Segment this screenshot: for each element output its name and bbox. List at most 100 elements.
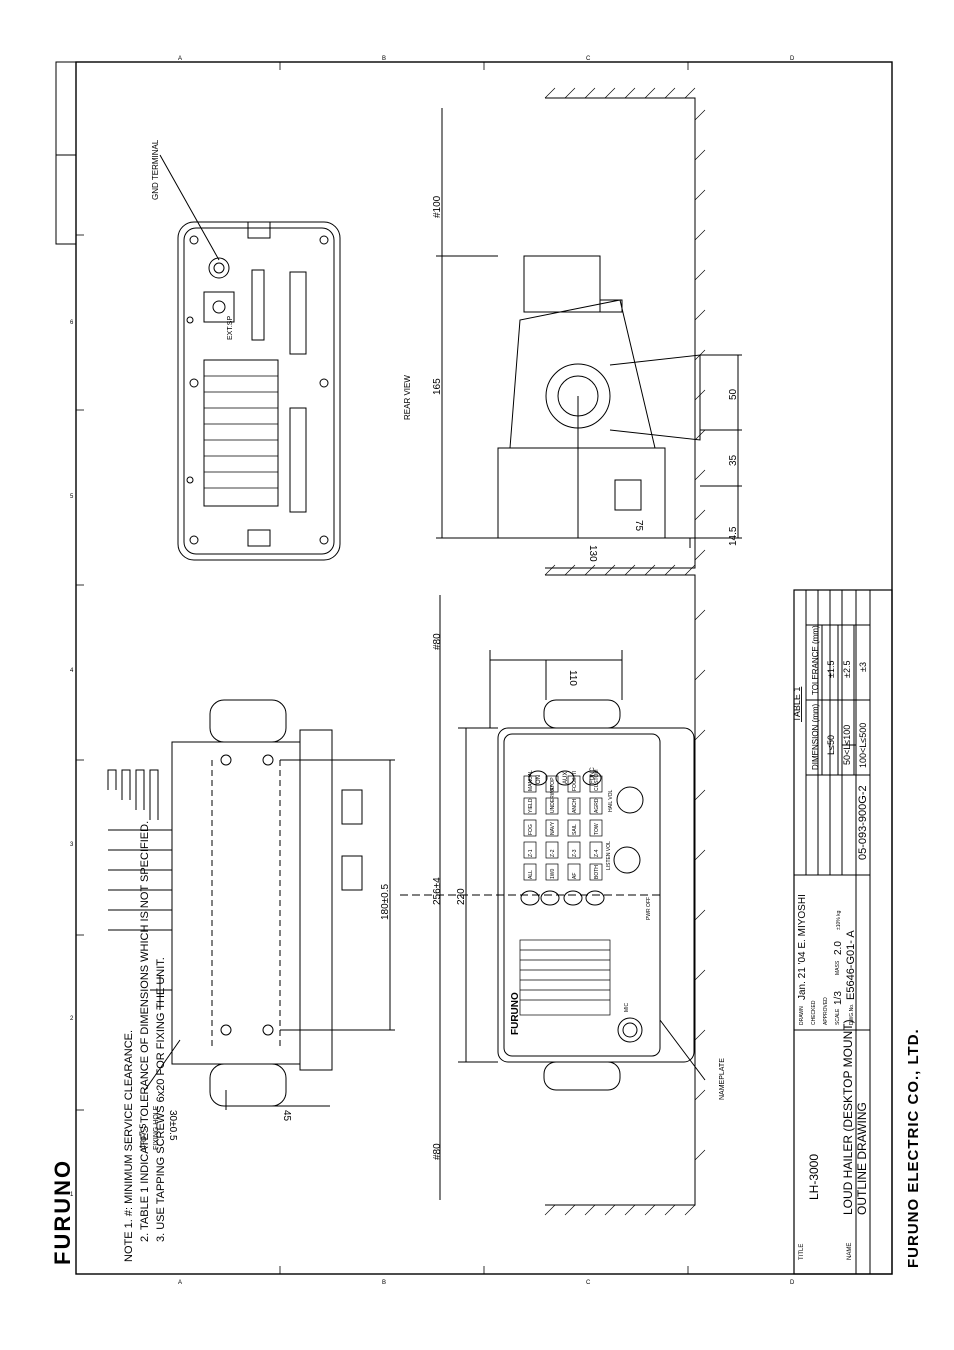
panel-button-frame [567,819,581,837]
ruler-6: 6 [70,320,74,326]
drawn-label: DRAWN [799,1006,805,1025]
panel-button-label: YIELD [528,798,534,813]
name-line1: LOUD HAILER (DESKTOP MOUNT) [841,1019,855,1215]
company-name: FURUNO ELECTRIC CO., LTD. [905,1028,922,1268]
mass-value: 2.0 [833,941,844,955]
revision-box [55,61,77,245]
panel-button-frame [523,819,537,837]
dim-256: 256±4 [432,877,443,905]
furuno-logo: FURUNO [50,1159,75,1265]
dim-75: 75 [633,520,644,532]
pwr-off-label: PWR OFF [646,897,652,920]
hail-vol-label: HAIL VOL [608,789,614,812]
panel-button-frame [567,841,581,859]
ruler-3: 3 [70,842,74,848]
dim-80-bottom: #80 [432,1143,443,1160]
panel-key-label: ON [536,775,542,784]
profile-view [436,97,742,569]
panel-button-frame [545,863,559,881]
table1-row1-dim: L≤50 [826,735,836,755]
dim-165: 165 [432,378,443,395]
panel-button-label: AGRD [594,798,600,813]
panel-button-frame [589,797,603,815]
panel-button-frame [589,819,603,837]
panel-key-label: FUNC [590,767,596,784]
dim-130: 130 [587,545,598,562]
dim-35: 35 [728,454,739,466]
panel-button-label: AF [572,873,578,879]
panel-brand: FURUNO [510,992,521,1035]
panel-button-label: FOG [528,824,534,835]
panel-button-label: Z-4 [594,849,600,857]
clearance-hatching [544,87,706,1216]
dim-80-top: #80 [432,633,443,650]
ruler-b-bottom: B [382,1280,386,1286]
panel-button-label: NAVY [550,821,556,835]
note-1: NOTE 1. #: MINIMUM SERVICE CLEARANCE. [123,1030,135,1262]
panel-button-frame [523,841,537,859]
dim-50: 50 [728,388,739,400]
drawing-frame [75,61,893,1275]
ext-sp-label: EXT.SP [227,316,234,340]
mass-unit: ±10% kg [836,910,842,930]
name-line2: OUTLINE DRAWING [855,1102,869,1215]
panel-button-label: STOP [550,777,556,791]
ruler-2: 2 [70,1016,74,1022]
table1-row1-tol: ±1.5 [826,661,836,678]
drawn-value: Jan. 21 '04 E. MIYOSHI [797,894,808,1000]
panel-button-label: ANCH [572,798,578,813]
panel-button-label: MANUAL [528,770,534,791]
panel-button-frame [567,797,581,815]
panel-button-label: FOG/HTI [572,771,578,791]
panel-button-frame [567,863,581,881]
panel-button-label: CUSTOM [594,769,600,791]
ruler-a-top: A [178,56,182,62]
rear-view-label: REAR VIEW [403,375,412,420]
table1-caption: TABLE 1 [792,687,802,722]
dim-220: 220 [456,888,467,905]
panel-button-label: Z-1 [528,849,534,857]
panel-button-frame [523,863,537,881]
dwg-label: DWG.No. [849,1004,855,1025]
ruler-a-bottom: A [178,1280,182,1286]
panel-button-frame [545,797,559,815]
dim-14-5: 14.5 [728,526,739,546]
table1-header-tolerance: TOLERANCE (mm) [811,625,820,695]
panel-button-label: BOTH [594,865,600,879]
listen-vol-label: LISTEN VOL [606,841,612,870]
gnd-terminal-label: GND TERMINAL [151,139,160,200]
name-label: NAME [847,1243,853,1260]
checked-label: CHECKED [811,1000,817,1025]
panel-button-frame [589,841,603,859]
dim-30: 30±0.5 [167,1110,178,1141]
dim-100: #100 [432,195,443,218]
dwg-number: E5646-G01- A [845,930,857,1000]
panel-button-label: 1W0 [550,869,556,880]
ruler-d-top: D [790,56,795,62]
note-3: 3. USE TAPPING SCREWS 6x20 FOR FIXING TH… [155,957,167,1242]
fixing-hole-count: 4-φ7.5 [138,1124,148,1150]
table1-header-dimension: DIMENSION (mm) [811,703,820,770]
approved-label: APPROVED [823,997,829,1025]
rear-view [159,154,341,561]
ruler-ticks [76,62,689,1274]
title-label: TITLE [799,1244,805,1260]
panel-button-frame [545,841,559,859]
ruler-d-bottom: D [790,1280,795,1286]
table1-row3-dim: 100<L≤500 [858,723,868,768]
panel-button-frame [523,775,537,793]
scale-label: SCALE [835,1008,841,1025]
panel-button-frame [567,775,581,793]
dim-110: 110 [567,670,578,686]
panel-button-label: ALL [528,870,534,879]
tolerance-table [805,624,871,776]
ruler-c-top: C [586,56,591,62]
mass-label: MASS [835,960,841,975]
panel-button-label: Z-2 [550,849,556,857]
front-view [400,574,706,1206]
table1-row2-dim: 50<L≤100 [842,725,852,765]
dim-45: 45 [281,1110,292,1122]
side-view [107,699,395,1110]
